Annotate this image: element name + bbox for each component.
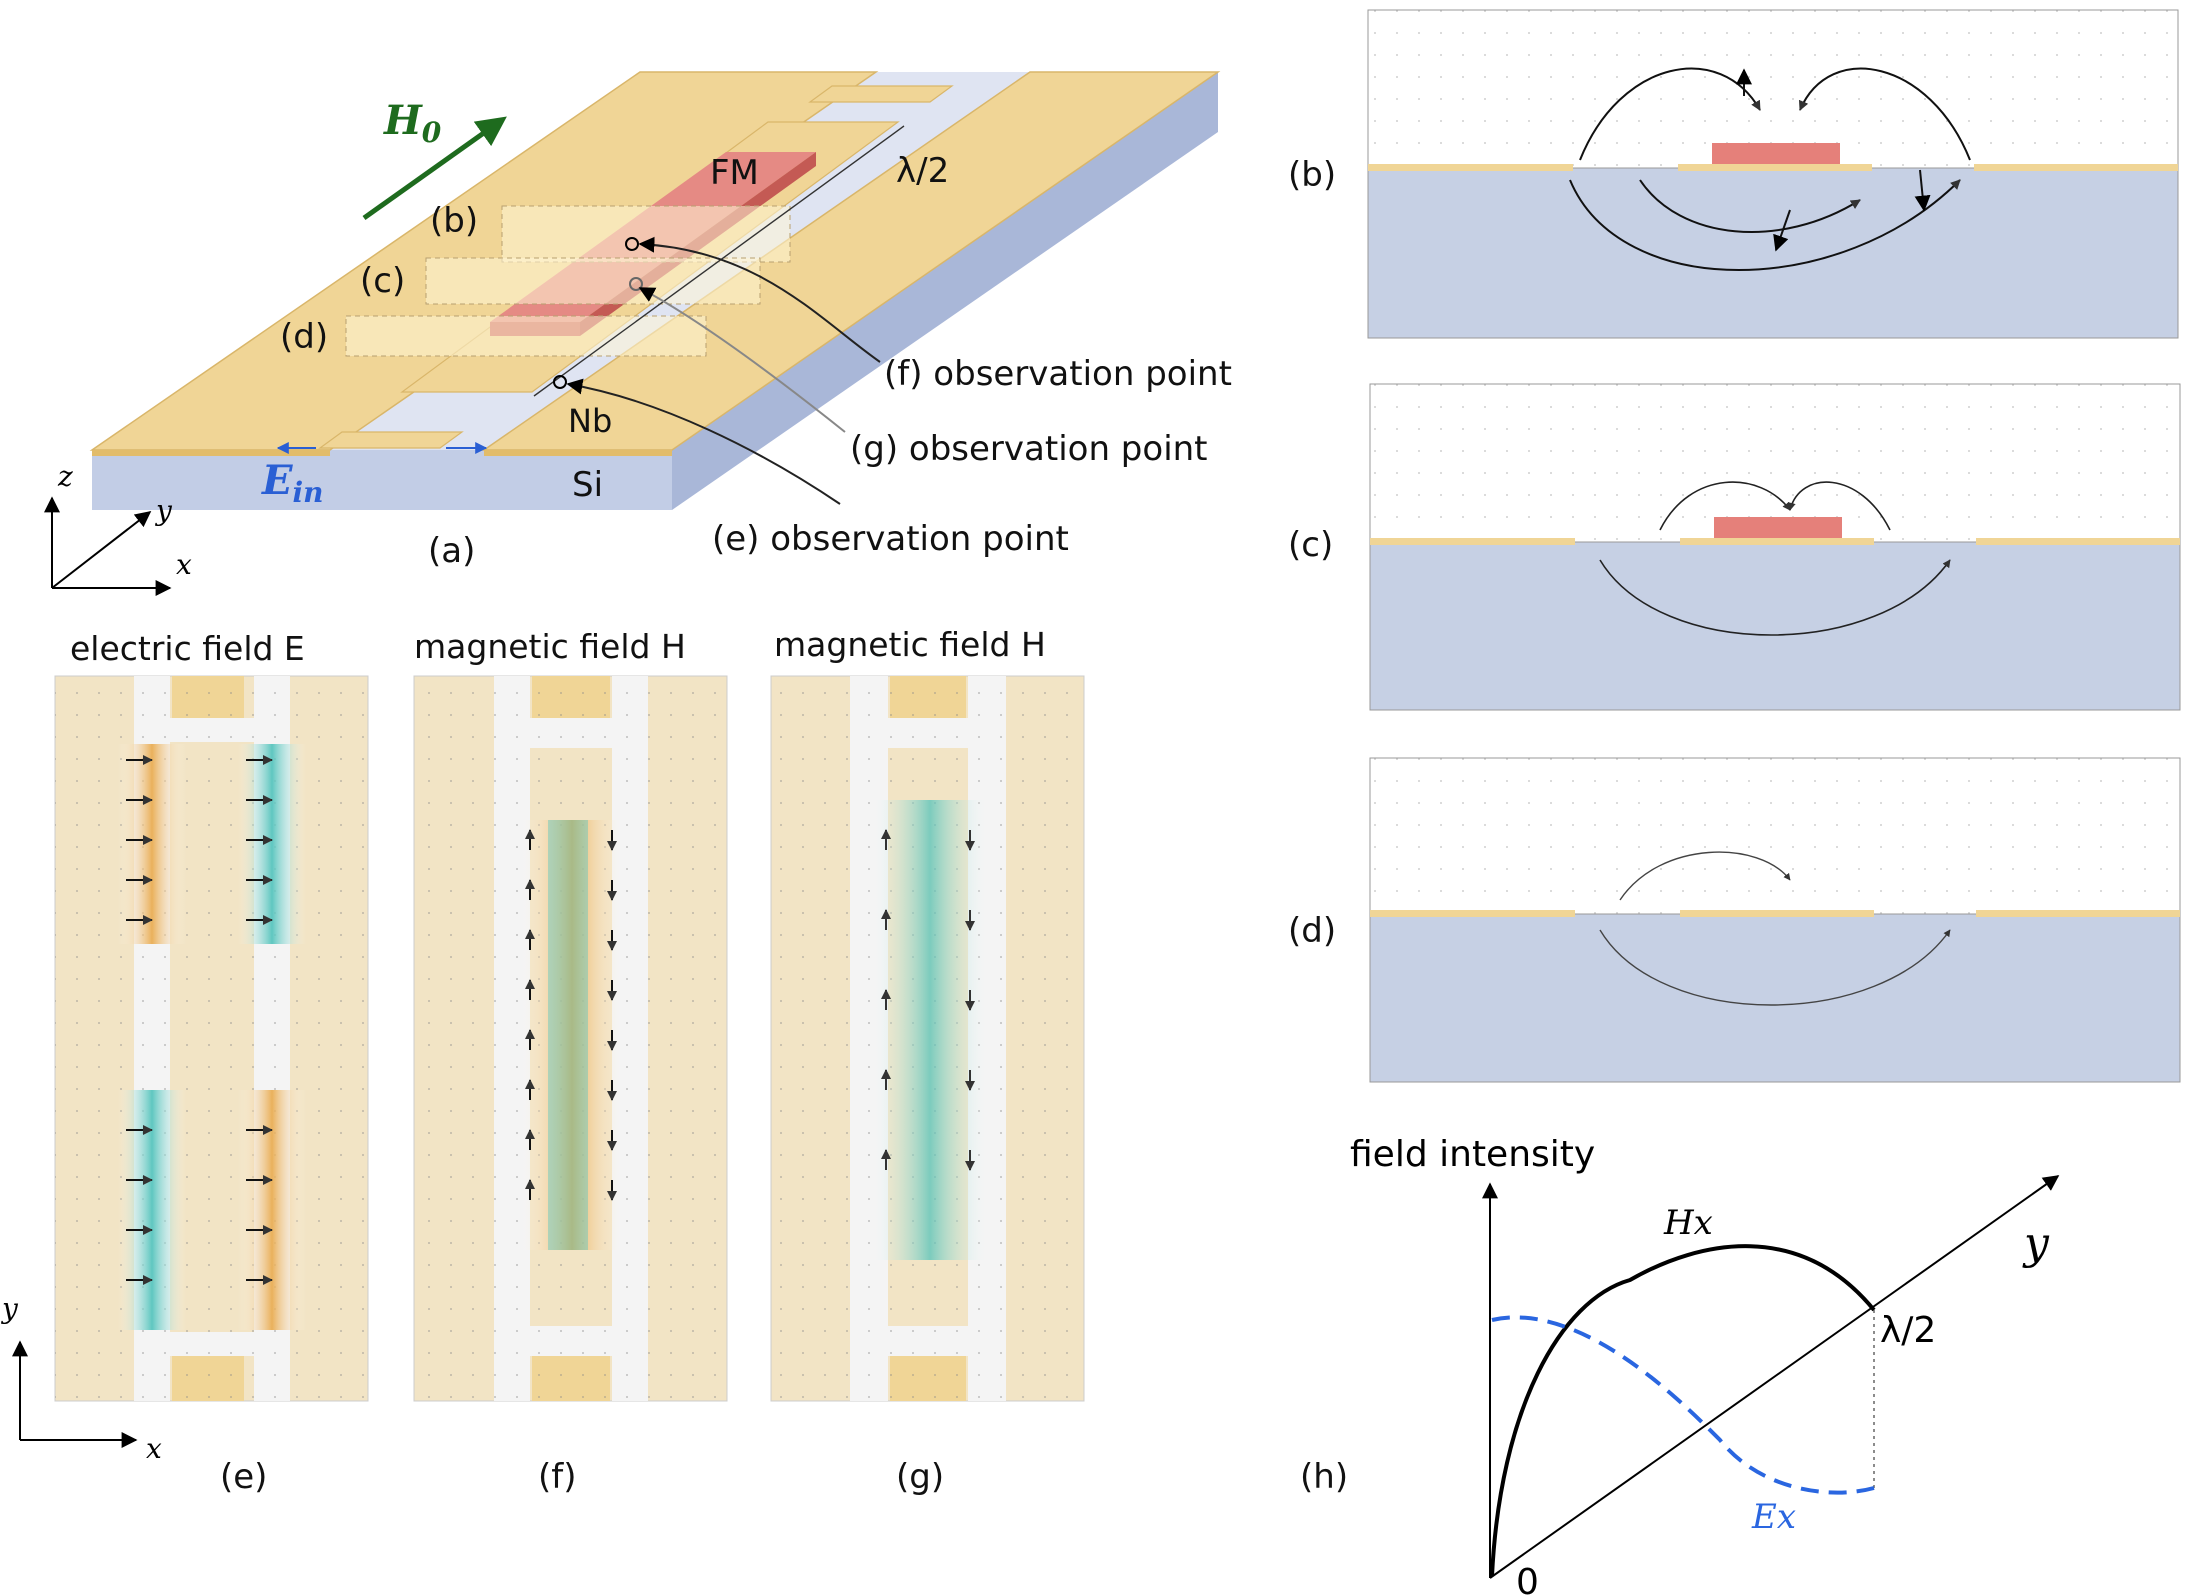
panel-b-ground-right: [1974, 164, 2178, 171]
observation-marker-f: [625, 237, 639, 251]
panel-f-title: magnetic field H: [414, 627, 686, 666]
panel-h-caption: (h): [1300, 1457, 1348, 1497]
panel-d-substrate: [1369, 913, 2181, 1083]
panel-g: magnetic field H (g): [770, 625, 1085, 1497]
panel-d: [1369, 757, 2181, 1083]
panel-e-title: electric field E: [70, 629, 305, 668]
panel-c: [1369, 383, 2181, 711]
section-plane-c: [425, 257, 761, 305]
panel-b: [1367, 9, 2179, 339]
h0-arrow: [362, 116, 507, 221]
section-label-d: (d): [280, 317, 328, 357]
panel-a-caption: (a): [428, 531, 475, 571]
observation-label-g: (g) observation point: [850, 429, 1208, 469]
feed-pad-back: [808, 85, 954, 103]
panel-h: field intensity Hx Ex y λ/2 0 (h): [1300, 1134, 2060, 1596]
panel-h-end-label: λ/2: [1880, 1310, 1936, 1351]
panel-d-ground-right: [1976, 910, 2180, 917]
panel-d-signal: [1680, 910, 1874, 917]
leader-f: [638, 236, 881, 363]
panel-c-ground-left: [1370, 538, 1575, 545]
panel-d-caption: (d): [1288, 911, 1336, 951]
panel-e-axis-x-label: x: [146, 1432, 162, 1465]
panel-c-ground-right: [1976, 538, 2180, 545]
half-wavelength-line: [533, 125, 905, 397]
substrate-front-face: [92, 450, 672, 510]
leader-e: [566, 378, 841, 505]
observation-marker-g: [629, 277, 643, 291]
panel-c-caption: (c): [1288, 525, 1333, 565]
panel-h-ylabel: field intensity: [1350, 1134, 1595, 1175]
panel-b-field-lines: [1569, 67, 1971, 271]
feed-pad-front: [318, 431, 464, 449]
panel-f-hotspot-orange: [520, 820, 624, 1250]
panel-e: electric field E: [0, 629, 369, 1497]
panel-b-fm: [1712, 143, 1840, 164]
nb-label: Nb: [568, 402, 612, 440]
panel-e-axis-y-label: y: [0, 1292, 19, 1325]
panel-d-ground-left: [1370, 910, 1575, 917]
panel-g-arrows: [881, 829, 975, 1171]
panel-e-hotspot-orange-br: [238, 1090, 306, 1330]
ground-edge-left: [92, 450, 330, 456]
ein-label: Ein: [261, 457, 324, 509]
axis-x-label: x: [176, 548, 192, 581]
panel-e-arrows: [126, 755, 273, 1285]
panel-h-ex-curve: [1491, 1315, 1875, 1495]
panel-f-arrows: [525, 829, 617, 1201]
panel-e-hotspot-teal-tr: [238, 744, 306, 944]
section-label-b: (b): [430, 201, 478, 241]
panel-c-substrate: [1369, 541, 2181, 711]
panel-c-dots: [1370, 384, 2180, 542]
observation-marker-e: [553, 375, 567, 389]
observation-label-f: (f) observation point: [884, 354, 1232, 394]
panel-h-hx-curve: [1490, 1244, 1876, 1577]
panel-e-hotspot-teal-bl: [118, 1090, 186, 1330]
panel-c-signal: [1680, 538, 1874, 545]
panel-d-dots: [1370, 758, 2180, 914]
panel-e-caption: (e): [220, 1457, 267, 1497]
panel-a: H0 Ein FM λ/2 Nb Si (b) (c) (d) (f) obse…: [44, 71, 1232, 596]
section-plane-b: [501, 205, 791, 263]
panel-e-dots: [55, 676, 368, 1401]
section-plane-d: [345, 315, 707, 357]
axis-z-label: z: [57, 460, 73, 493]
panel-c-fm: [1714, 517, 1842, 538]
si-label: Si: [572, 465, 603, 505]
panel-f: magnetic field H (f): [413, 627, 728, 1497]
panel-h-yline: [1489, 1175, 2060, 1579]
axis-y: [51, 511, 152, 589]
h0-label: H0: [383, 97, 442, 149]
observation-label-e: (e) observation point: [712, 519, 1069, 559]
panel-c-field-lines: [1599, 481, 1951, 636]
ground-edge-right: [484, 450, 672, 456]
panel-h-ex-label: Ex: [1751, 1497, 1796, 1537]
panel-f-caption: (f): [538, 1457, 577, 1497]
panel-g-caption: (g): [896, 1457, 944, 1497]
panel-f-hotspot-teal: [548, 820, 588, 1250]
leader-g: [638, 287, 846, 433]
panel-h-xlabel: y: [2022, 1218, 2050, 1269]
axis-y-label: y: [154, 494, 173, 527]
panel-b-dots: [1368, 10, 2178, 168]
section-label-c: (c): [360, 261, 405, 301]
fm-label: FM: [710, 153, 759, 193]
panel-h-hx-label: Hx: [1663, 1203, 1713, 1243]
substrate-side-face: [672, 72, 1218, 510]
panel-b-substrate: [1367, 167, 2179, 339]
panel-g-title: magnetic field H: [774, 625, 1046, 664]
half-wavelength-label: λ/2: [896, 151, 949, 191]
panel-h-origin-label: 0: [1516, 1562, 1539, 1596]
panel-b-signal: [1678, 164, 1872, 171]
panel-b-caption: (b): [1288, 155, 1336, 195]
panel-e-hotspot-orange-tl: [118, 744, 186, 944]
panel-d-field-lines: [1599, 851, 1951, 1006]
panel-b-ground-left: [1368, 164, 1573, 171]
panel-g-hotspot-teal: [870, 800, 990, 1260]
